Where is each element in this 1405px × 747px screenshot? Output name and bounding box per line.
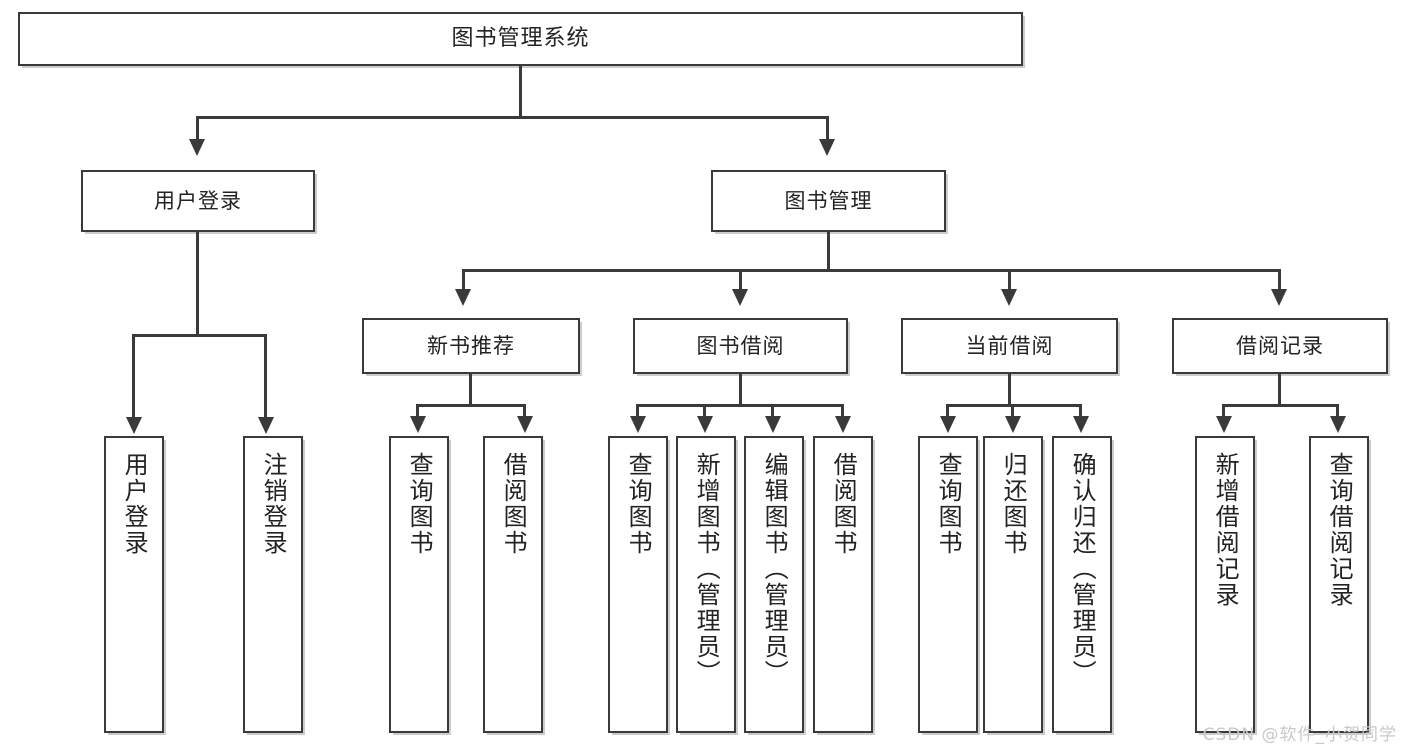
node-new-book-recommend[interactable]: 新书推荐	[362, 318, 580, 374]
node-label: 查询借阅记录	[1325, 452, 1354, 608]
connector-bookmanage-stem	[827, 232, 830, 272]
arrowhead-to-leaf-query-record	[1330, 416, 1346, 433]
connector-root-drop-right	[826, 116, 829, 141]
node-label: 图书借阅	[696, 333, 785, 358]
arrowhead-to-leaf-return-book	[1005, 416, 1021, 433]
connector-bookmanage-bar	[462, 269, 1280, 272]
node-label: 当前借阅	[965, 333, 1054, 358]
node-label: 查询图书	[405, 452, 434, 556]
connector-borrowrecord-stem	[1278, 374, 1281, 407]
connector-bookborrow-drop-3	[771, 404, 774, 418]
arrowhead-to-leaf-query-book-2	[630, 416, 646, 433]
connector-userlogin-drop-1	[132, 334, 135, 419]
node-label: 新增借阅记录	[1211, 452, 1240, 608]
connector-newbook-drop-1	[416, 404, 419, 418]
leaf-confirm-return-admin[interactable]: 确认归还（管理员）	[1052, 436, 1112, 733]
node-label: 确认归还（管理员）	[1068, 452, 1097, 686]
connector-root-drop-left	[196, 116, 199, 141]
node-book-manage[interactable]: 图书管理	[711, 170, 946, 232]
connector-borrowrecord-bar	[1222, 404, 1339, 407]
node-label: 新书推荐	[427, 333, 515, 358]
arrowhead-to-leaf-logout	[258, 417, 274, 434]
node-label: 借阅图书	[499, 452, 528, 556]
node-label: 查询图书	[934, 452, 963, 556]
leaf-query-borrow-record[interactable]: 查询借阅记录	[1309, 436, 1369, 733]
leaf-borrow-book-borrow[interactable]: 借阅图书	[813, 436, 873, 733]
node-borrow-record[interactable]: 借阅记录	[1172, 318, 1388, 374]
arrowhead-to-leaf-confirm-return	[1073, 416, 1089, 433]
connector-currentborrow-drop-2	[1011, 404, 1014, 418]
leaf-edit-book-admin[interactable]: 编辑图书（管理员）	[744, 436, 804, 733]
leaf-user-login[interactable]: 用户登录	[104, 436, 164, 733]
connector-userlogin-bar	[132, 334, 266, 337]
connector-bookmanage-drop-3	[1008, 269, 1011, 291]
arrowhead-to-current-borrow	[1001, 289, 1017, 306]
connector-root-bar	[196, 116, 829, 119]
connector-bookmanage-drop-4	[1278, 269, 1281, 291]
connector-newbook-bar	[416, 404, 526, 407]
arrowhead-to-leaf-query-book-3	[940, 416, 956, 433]
arrowhead-to-leaf-user-login	[126, 417, 142, 434]
connector-bookborrow-drop-1	[636, 404, 639, 418]
node-user-login[interactable]: 用户登录	[81, 170, 315, 232]
leaf-logout[interactable]: 注销登录	[243, 436, 303, 733]
connector-currentborrow-stem	[1008, 374, 1011, 407]
node-label: 借阅图书	[829, 452, 858, 556]
leaf-query-book-borrow[interactable]: 查询图书	[608, 436, 668, 733]
connector-borrowrecord-drop-2	[1336, 404, 1339, 418]
arrowhead-to-book-manage	[819, 139, 835, 156]
connector-borrowrecord-drop-1	[1222, 404, 1225, 418]
node-label: 借阅记录	[1236, 333, 1324, 358]
connector-userlogin-drop-2	[264, 334, 267, 419]
connector-bookborrow-stem	[739, 374, 742, 407]
connector-newbook-stem	[469, 374, 472, 407]
leaf-borrow-book-newbook[interactable]: 借阅图书	[483, 436, 543, 733]
connector-bookborrow-bar	[636, 404, 844, 407]
arrowhead-to-leaf-add-record	[1216, 416, 1232, 433]
node-label: 新增图书（管理员）	[692, 452, 721, 686]
connector-bookborrow-drop-4	[841, 404, 844, 418]
leaf-query-book-newbook[interactable]: 查询图书	[389, 436, 449, 733]
leaf-query-book-current[interactable]: 查询图书	[918, 436, 978, 733]
node-label: 注销登录	[259, 452, 288, 556]
node-label: 图书管理	[784, 188, 873, 213]
node-label: 查询图书	[624, 452, 653, 556]
node-label: 编辑图书（管理员）	[760, 452, 789, 686]
node-label: 用户登录	[120, 452, 149, 556]
leaf-return-book[interactable]: 归还图书	[983, 436, 1043, 733]
connector-bookborrow-drop-2	[703, 404, 706, 418]
connector-userlogin-stem	[196, 232, 199, 337]
connector-bookmanage-drop-1	[462, 269, 465, 291]
arrowhead-to-book-borrow	[732, 289, 748, 306]
arrowhead-to-user-login	[189, 139, 205, 156]
node-current-borrow[interactable]: 当前借阅	[901, 318, 1118, 374]
connector-currentborrow-bar	[946, 404, 1082, 407]
connector-currentborrow-drop-3	[1079, 404, 1082, 418]
arrowhead-to-borrow-record	[1271, 289, 1287, 306]
connector-root-stem	[519, 66, 522, 118]
node-book-borrow[interactable]: 图书借阅	[633, 318, 848, 374]
node-label: 图书管理系统	[451, 26, 590, 52]
arrowhead-to-leaf-edit-book	[765, 416, 781, 433]
node-root-system[interactable]: 图书管理系统	[18, 12, 1023, 66]
arrowhead-to-new-book	[455, 289, 471, 306]
arrowhead-to-leaf-borrow-book-2	[835, 416, 851, 433]
arrowhead-to-leaf-borrow-book-1	[517, 416, 533, 433]
node-label: 归还图书	[999, 452, 1028, 556]
arrowhead-to-leaf-query-book-1	[410, 416, 426, 433]
connector-currentborrow-drop-1	[946, 404, 949, 418]
connector-bookmanage-drop-2	[739, 269, 742, 291]
node-label: 用户登录	[154, 188, 242, 213]
arrowhead-to-leaf-add-book	[697, 416, 713, 433]
leaf-add-borrow-record[interactable]: 新增借阅记录	[1195, 436, 1255, 733]
connector-newbook-drop-2	[523, 404, 526, 418]
leaf-add-book-admin[interactable]: 新增图书（管理员）	[676, 436, 736, 733]
